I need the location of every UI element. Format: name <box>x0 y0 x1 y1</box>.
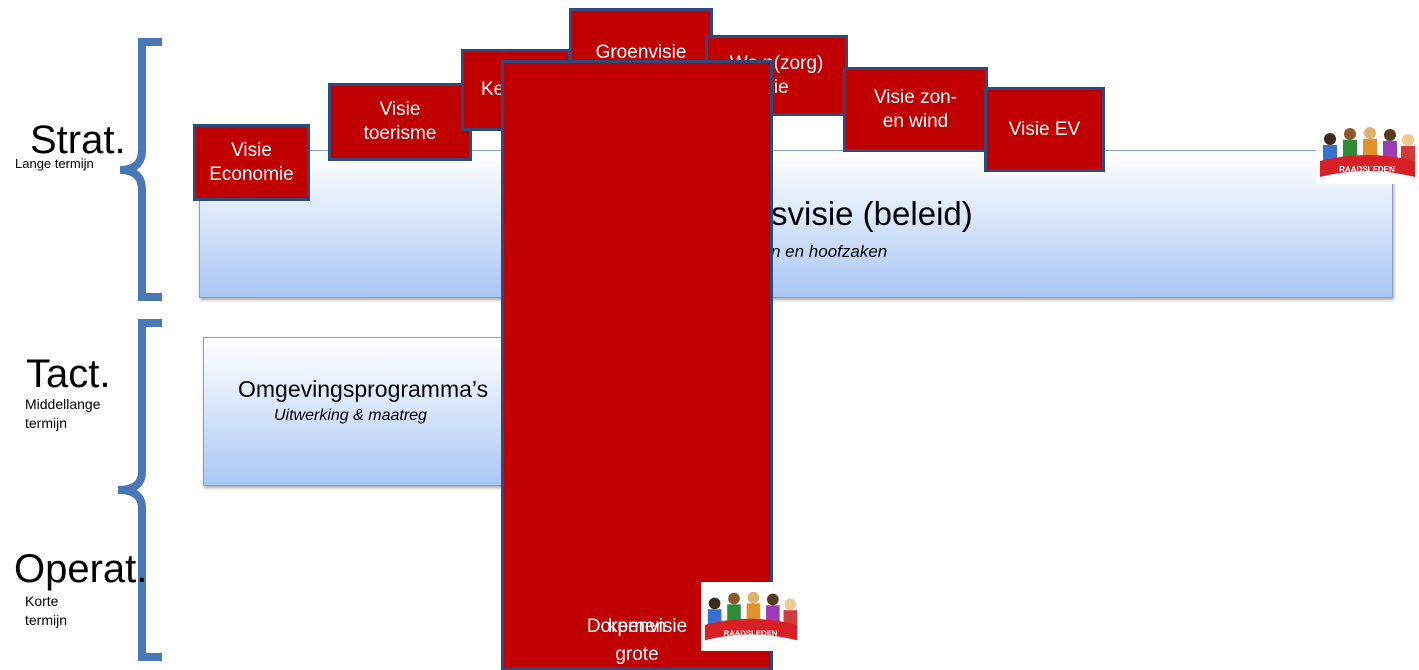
level-operat-subtitle-1: Korte <box>25 593 59 609</box>
dorpenvisie-box: Dorpenvisie grote kernen <box>501 60 773 670</box>
people-icon <box>1323 127 1415 161</box>
level-operat-subtitle-2: termijn <box>25 612 68 628</box>
visie-ev-line-1: Visie EV <box>1008 118 1081 140</box>
omgevingsvisie-title: svisie (beleid) <box>771 195 973 232</box>
omgevingsprogrammas-title: Omgevingsprogramma’s <box>238 376 489 402</box>
banner-shape <box>704 618 798 641</box>
omgevingsprogrammas-band: Omgevingsprogramma’s Uitwerking & maatre… <box>203 337 525 486</box>
brace-strategic <box>119 38 162 301</box>
visie-toerisme-line-1: Visie <box>379 99 421 120</box>
level-tact-subtitle-1: Middellange <box>25 396 101 412</box>
level-tact-title: Tact. <box>26 352 111 396</box>
visie-economie-line-2: Economie <box>209 163 294 185</box>
dorpenvisie-line-1: Dorpenvisie grote <box>586 616 688 665</box>
visie-toerisme-box: Visie toerisme <box>328 83 472 161</box>
logo-text: RAADSLEDEN <box>724 628 778 637</box>
brace-tactical <box>117 319 162 661</box>
level-tact-subtitle-2: termijn <box>25 415 68 431</box>
visie-economie-line-1: Visie <box>231 139 272 161</box>
visie-zon-wind-box: Visie zon-en wind <box>843 67 988 152</box>
raadsleden-logo-bottom: RAADSLEDEN <box>701 582 801 651</box>
kernenvisie-line-1: Ke <box>481 79 505 100</box>
dorpenvisie-line-2: kernen <box>607 616 667 637</box>
omgevingsvisie-subtitle: n en hoofzaken <box>771 242 888 261</box>
visie-ev-box: Visie EV <box>984 87 1105 172</box>
level-strat-subtitle: Lange termijn <box>15 156 94 171</box>
banner-shape <box>1320 155 1415 177</box>
visie-zon-wind-line-1: Visie zon- <box>873 86 958 108</box>
level-operat-title: Operat. <box>14 547 148 591</box>
level-strat-title: Strat. <box>30 118 126 162</box>
people-icon <box>707 591 798 625</box>
level-braces <box>117 38 162 661</box>
groenvisie-line-1: Groenvisie <box>595 42 687 63</box>
visie-zon-wind-line-2: en wind <box>882 110 949 132</box>
omgevingsprogrammas-subtitle: Uitwerking & maatreg <box>274 407 427 424</box>
visie-toerisme-line-2: toerisme <box>363 123 437 144</box>
logo-text: RAADSLEDEN <box>1339 165 1395 174</box>
omgevingsvisie-band: svisie (beleid) n en hoofzaken <box>199 150 1393 298</box>
raadsleden-logo-top: RAADSLEDEN <box>1316 121 1419 184</box>
